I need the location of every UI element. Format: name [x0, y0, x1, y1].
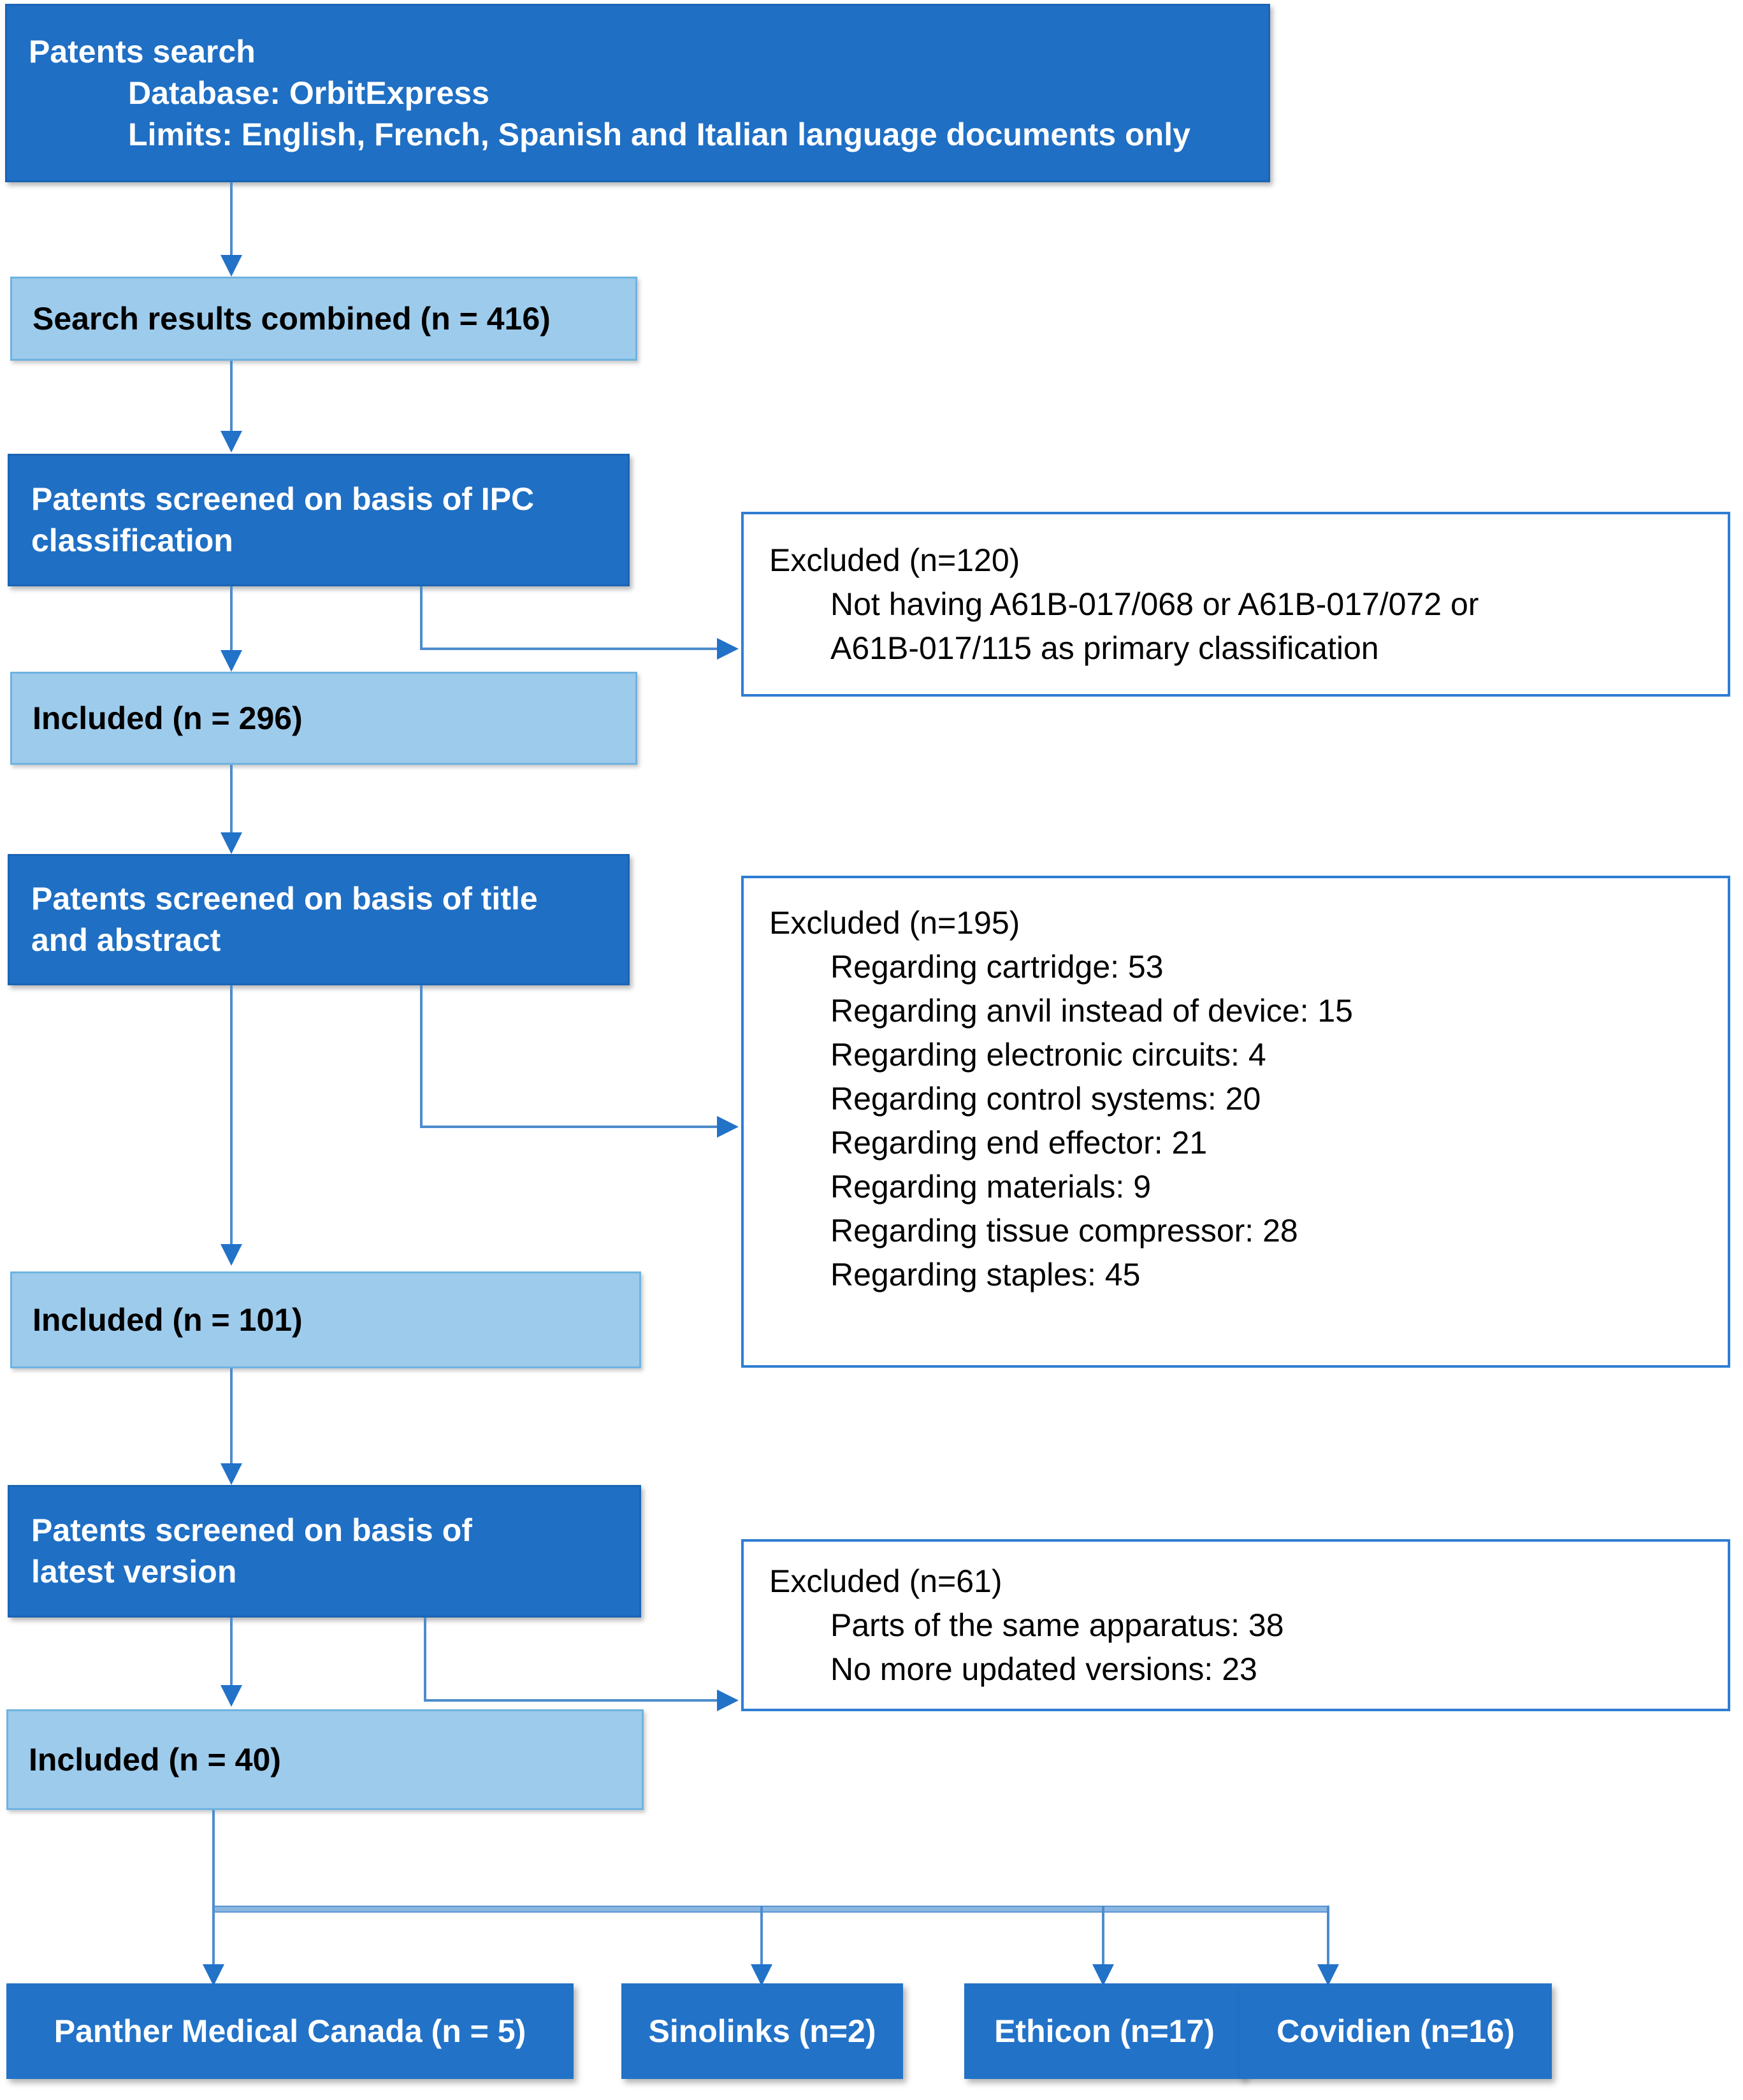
connector-combined-to-ipc	[230, 361, 233, 432]
excluded-title-reason: Regarding end effector: 21	[830, 1125, 1208, 1161]
arrow-bus-to-panther	[203, 1964, 224, 1986]
excluded-title-reason: Regarding staples: 45	[830, 1257, 1141, 1293]
connector-title-to-excluded-vertical	[420, 985, 423, 1128]
excluded-title-heading: Excluded (n=195)	[769, 905, 1020, 941]
excluded-latest-heading: Excluded (n=61)	[769, 1563, 1002, 1599]
excluded-title-reason: Regarding tissue compressor: 28	[830, 1213, 1298, 1249]
connector-ipc-to-included296	[230, 586, 233, 653]
connector-title-to-excluded-horizontal	[420, 1126, 718, 1128]
patents-search-database: Database: OrbitExpress	[128, 75, 489, 111]
screened-title-line1: Patents screened on basis of title	[31, 881, 538, 916]
included-40-label: Included (n = 40)	[29, 1741, 281, 1778]
included-296-box: Included (n = 296)	[10, 672, 637, 765]
connector-ipc-to-excluded-horizontal	[420, 648, 718, 650]
company-label: Ethicon (n=17)	[994, 2013, 1215, 2049]
company-label: Panther Medical Canada (n = 5)	[54, 2013, 526, 2049]
screened-title-abstract-box: Patents screened on basis of title and a…	[8, 854, 630, 985]
arrow-title-to-excluded	[717, 1116, 739, 1138]
company-label: Sinolinks (n=2)	[648, 2013, 876, 2049]
included-101-label: Included (n = 101)	[33, 1301, 303, 1338]
screened-title-line2: and abstract	[31, 922, 221, 958]
arrow-included101-to-latest	[221, 1463, 242, 1485]
arrow-bus-to-ethicon	[1092, 1964, 1114, 1986]
excluded-title-reason: Regarding electronic circuits: 4	[830, 1037, 1266, 1073]
excluded-title-reason: Regarding materials: 9	[830, 1169, 1152, 1205]
company-label: Covidien (n=16)	[1277, 2013, 1515, 2049]
screened-latest-line1: Patents screened on basis of	[31, 1512, 472, 1548]
company-box-ethicon: Ethicon (n=17)	[964, 1983, 1245, 2079]
company-box-panther-medical-canada: Panther Medical Canada (n = 5)	[6, 1983, 574, 2079]
search-results-combined-label: Search results combined (n = 416)	[33, 300, 551, 337]
connector-included40-dropstub	[212, 1810, 215, 1909]
screened-latest-line2: latest version	[31, 1554, 237, 1589]
connector-bus-to-sinolinks	[760, 1906, 763, 1980]
arrow-bus-to-covidien	[1317, 1964, 1339, 1986]
arrow-ipc-to-included296	[221, 650, 242, 672]
company-box-sinolinks: Sinolinks (n=2)	[621, 1983, 903, 2079]
excluded-latest-version-box: Excluded (n=61) Parts of the same appara…	[741, 1539, 1730, 1711]
arrow-search-to-combined	[221, 255, 242, 277]
excluded-title-abstract-box: Excluded (n=195) Regarding cartridge: 53…	[741, 876, 1730, 1368]
connector-included101-to-latest	[230, 1368, 233, 1465]
connector-bus-to-covidien	[1327, 1906, 1329, 1980]
screened-ipc-box: Patents screened on basis of IPC classif…	[8, 454, 630, 586]
connector-title-to-included101	[230, 985, 233, 1247]
arrow-latest-to-included40	[221, 1685, 242, 1707]
excluded-latest-reason: Parts of the same apparatus: 38	[830, 1607, 1284, 1643]
excluded-ipc-heading: Excluded (n=120)	[769, 542, 1020, 578]
connector-bus-to-panther	[212, 1906, 215, 1980]
screened-latest-version-box: Patents screened on basis of latest vers…	[8, 1485, 641, 1618]
screened-ipc-line1: Patents screened on basis of IPC	[31, 481, 535, 517]
company-box-covidien: Covidien (n=16)	[1240, 1983, 1552, 2079]
excluded-latest-reason: No more updated versions: 23	[830, 1651, 1257, 1687]
connector-bus-to-ethicon	[1102, 1906, 1104, 1980]
patents-search-box: Patents search Database: OrbitExpress Li…	[5, 4, 1270, 182]
connector-latest-to-included40	[230, 1618, 233, 1688]
included-101-box: Included (n = 101)	[10, 1271, 641, 1368]
included-40-box: Included (n = 40)	[6, 1709, 644, 1810]
connector-search-to-combined	[230, 182, 233, 257]
excluded-title-reason: Regarding control systems: 20	[830, 1081, 1261, 1117]
excluded-ipc-line2: A61B-017/115 as primary classification	[830, 630, 1379, 666]
patents-search-line1: Patents search	[29, 33, 256, 69]
excluded-ipc-box: Excluded (n=120) Not having A61B-017/068…	[741, 512, 1730, 697]
excluded-ipc-line1: Not having A61B-017/068 or A61B-017/072 …	[830, 586, 1479, 622]
arrow-ipc-to-excluded	[717, 638, 739, 660]
arrow-included296-to-title	[221, 832, 242, 854]
connector-ipc-to-excluded-vertical	[420, 586, 423, 650]
excluded-title-reason: Regarding cartridge: 53	[830, 949, 1164, 985]
connector-company-bus	[212, 1906, 1329, 1913]
included-296-label: Included (n = 296)	[33, 700, 303, 736]
connector-latest-to-excluded-horizontal	[424, 1699, 718, 1702]
arrow-latest-to-excluded	[717, 1690, 739, 1711]
connector-included296-to-title	[230, 765, 233, 835]
arrow-combined-to-ipc	[221, 431, 242, 453]
search-results-combined-box: Search results combined (n = 416)	[10, 277, 637, 361]
patents-search-limits: Limits: English, French, Spanish and Ita…	[128, 116, 1190, 152]
connector-latest-to-excluded-vertical	[424, 1618, 426, 1702]
arrow-bus-to-sinolinks	[751, 1964, 772, 1986]
screened-ipc-line2: classification	[31, 523, 233, 558]
arrow-title-to-included101	[221, 1244, 242, 1266]
excluded-title-reason: Regarding anvil instead of device: 15	[830, 993, 1353, 1029]
